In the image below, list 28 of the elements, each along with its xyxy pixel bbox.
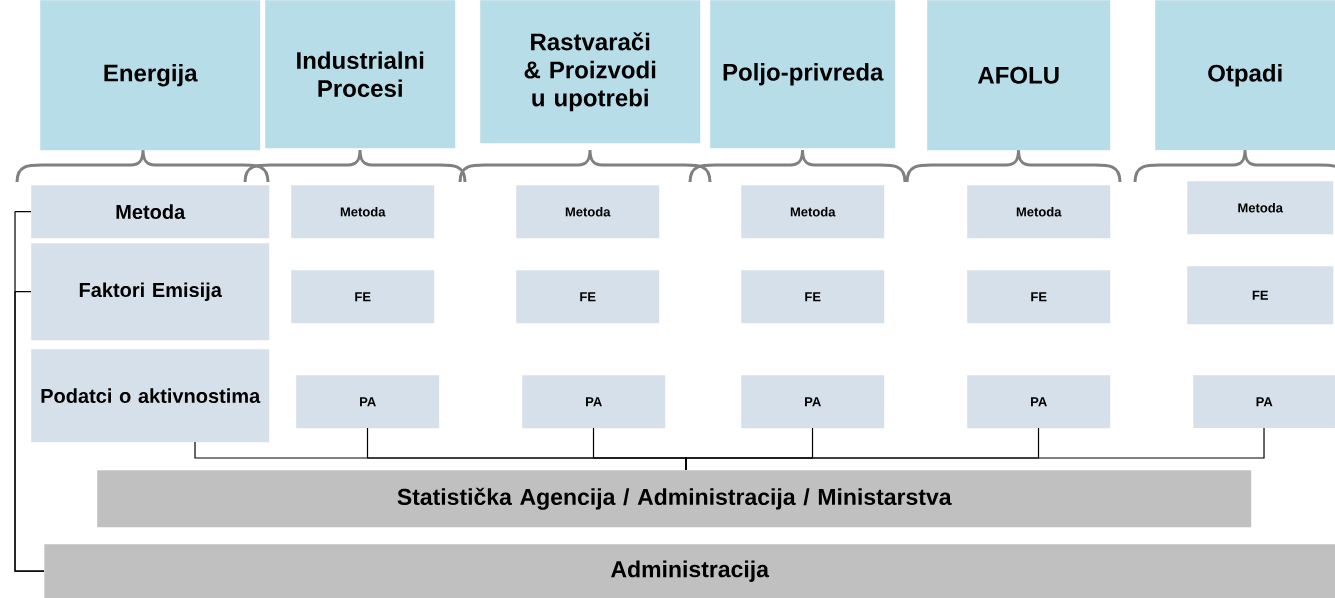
cell-box: PA — [522, 375, 666, 429]
cell-box: Metoda — [741, 185, 885, 239]
cell-box: PA — [1193, 375, 1335, 429]
bar-box: Statistička Agencija / Administracija / Ministarstva — [97, 470, 1252, 528]
header-box: Otpadi — [1155, 0, 1335, 151]
cell-box: Metoda — [1187, 181, 1334, 235]
bar-box: Administracija — [44, 544, 1335, 598]
header-box: Industrialni Procesi — [265, 0, 456, 149]
row-box: Metoda — [31, 185, 270, 239]
cell-box: Metoda — [291, 185, 435, 239]
cell-box: Metoda — [967, 185, 1111, 239]
cell-box: PA — [741, 375, 885, 429]
row-box: Podatci o aktivnostima — [31, 349, 270, 443]
header-box: Energija — [40, 0, 261, 151]
connector-line — [14, 290, 45, 572]
header-box: Rastvarači & Proizvodi u upotrebi — [480, 0, 701, 144]
cell-box: FE — [967, 270, 1111, 324]
cell-box: PA — [296, 375, 440, 429]
cell-box: FE — [291, 270, 435, 324]
cell-box: FE — [1187, 266, 1334, 325]
cell-box: Metoda — [516, 185, 660, 239]
header-box: Poljo-privreda — [710, 0, 896, 149]
row-box: Faktori Emisija — [31, 243, 270, 341]
cell-box: PA — [967, 375, 1111, 429]
connector-line — [685, 427, 1265, 471]
header-box: AFOLU — [927, 0, 1111, 151]
cell-box: FE — [741, 270, 885, 324]
cell-box: FE — [516, 270, 660, 324]
